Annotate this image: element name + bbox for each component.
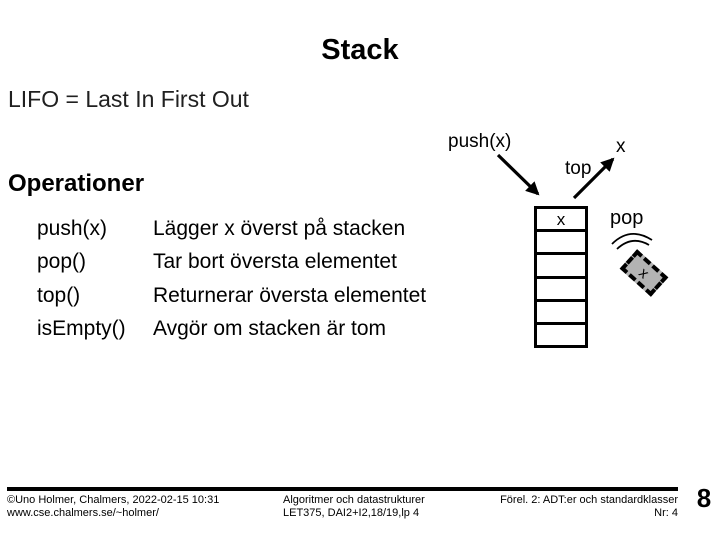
footer-course-block: Algoritmer och datastrukturer LET375, DA… xyxy=(283,494,425,520)
operations-list: push(x) Lägger x överst på stacken pop() Ta… xyxy=(37,216,426,350)
stack-cell xyxy=(537,255,585,279)
push-label: push(x) xyxy=(448,131,512,152)
operation-row: isEmpty() Avgör om stacken är tom xyxy=(37,316,426,349)
stack-cell xyxy=(537,325,585,345)
footer-author-line: ©Uno Holmer, Chalmers, 2022-02-15 10:31 xyxy=(7,494,220,506)
stack-cell xyxy=(537,279,585,302)
operation-name: top() xyxy=(37,283,81,307)
stack-cell-top: x xyxy=(537,209,585,233)
popped-element: x xyxy=(619,249,669,297)
top-label: top xyxy=(565,158,592,179)
operation-row: pop() Tar bort översta elementet xyxy=(37,249,426,282)
footer-lecture-title: Förel. 2: ADT:er och standardklasser xyxy=(500,494,678,506)
operation-name: push(x) xyxy=(37,217,108,240)
operations-heading: Operationer xyxy=(8,170,145,197)
operation-name: isEmpty() xyxy=(37,317,126,341)
footer-course-code: LET375, DAI2+I2,18/19,lp 4 xyxy=(283,507,420,519)
stack-cell xyxy=(537,232,585,256)
footer-author-block: ©Uno Holmer, Chalmers, 2022-02-15 10:31 … xyxy=(7,494,219,520)
lifo-subtitle: LIFO = Last In First Out xyxy=(8,86,249,112)
footer-lecture-block: Förel. 2: ADT:er och standardklasser Nr:… xyxy=(430,494,678,520)
operation-description: Tar bort översta elementet xyxy=(153,250,397,274)
operation-row: top() Returnerar översta elementet xyxy=(37,283,426,316)
stack-cell xyxy=(537,302,585,325)
operation-description: Returnerar översta elementet xyxy=(153,283,427,307)
footer-slide-number: Nr: 4 xyxy=(654,507,678,519)
operation-description: Lägger x överst på stacken xyxy=(153,217,406,240)
stack-cell-value: x xyxy=(556,209,566,229)
push-arrow xyxy=(496,153,540,196)
stack-diagram: x xyxy=(534,206,588,348)
page-title: Stack xyxy=(321,34,399,66)
popped-element-value: x xyxy=(635,264,653,282)
pop-motion-arcs-icon xyxy=(611,233,653,250)
popped-out-value-label: x xyxy=(616,136,626,157)
operation-description: Avgör om stacken är tom xyxy=(153,317,387,341)
footer-divider xyxy=(7,487,678,491)
footer-url: www.cse.chalmers.se/~holmer/ xyxy=(7,507,159,519)
operation-row: push(x) Lägger x överst på stacken xyxy=(37,216,426,249)
footer-course-title: Algoritmer och datastrukturer xyxy=(283,494,425,506)
operation-name: pop() xyxy=(37,250,87,274)
pop-label: pop xyxy=(610,207,644,229)
page-number: 8 xyxy=(696,483,712,513)
